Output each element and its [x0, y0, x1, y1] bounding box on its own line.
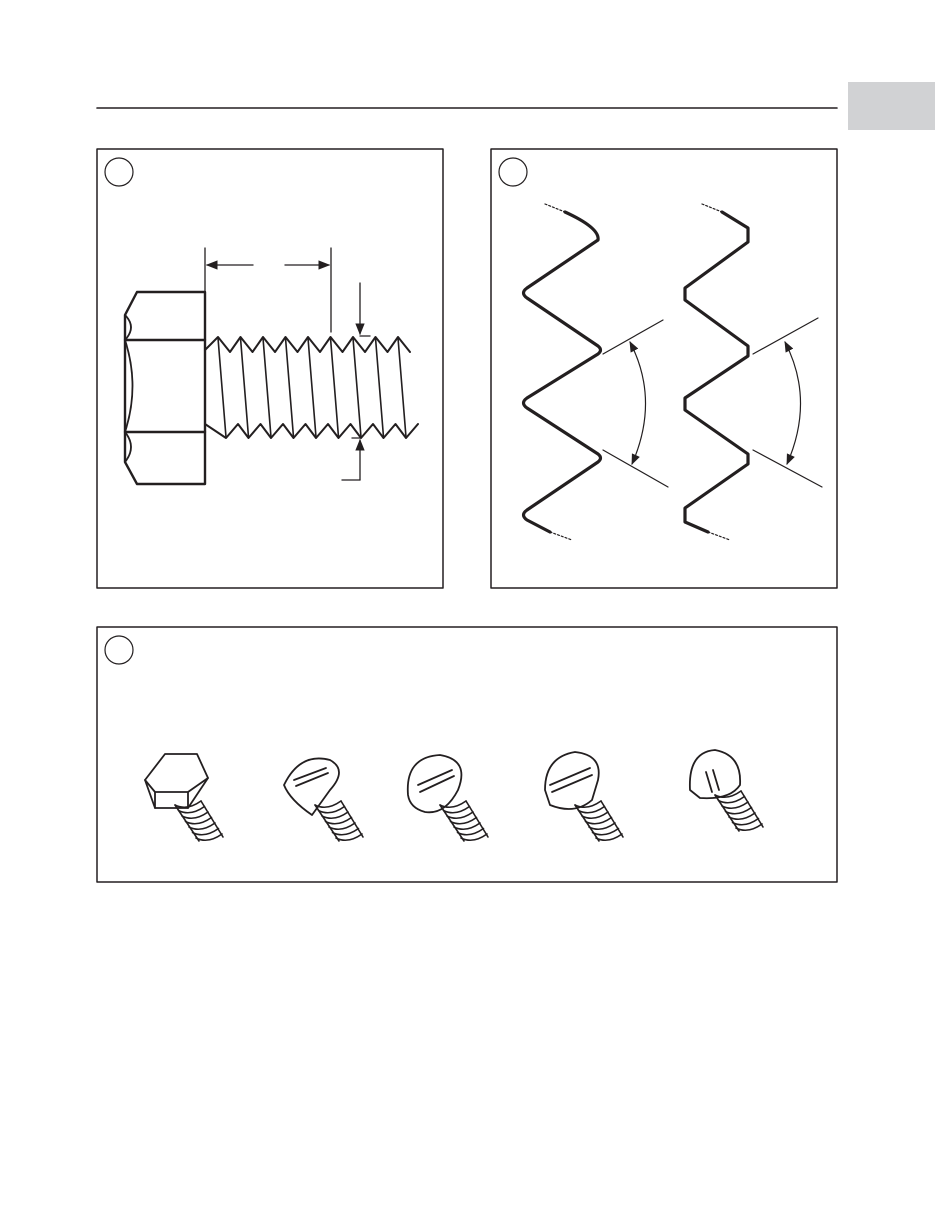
screw-shank — [314, 800, 364, 842]
bolt-thread — [204, 336, 419, 439]
thread-crest-line — [239, 337, 250, 438]
thread-angle-dimension — [602, 317, 823, 488]
figure-marker-circle — [104, 635, 134, 665]
thread-crest-line — [262, 337, 272, 438]
sharp-v-thread-profile — [521, 210, 603, 534]
panel-screw-heads — [96, 626, 838, 883]
panel-bolt — [96, 148, 444, 589]
panel-thread-profiles — [490, 148, 838, 589]
hex-head-screw — [144, 753, 209, 809]
section-tab — [848, 82, 935, 130]
screw-shank — [174, 800, 224, 842]
length-dimension — [204, 247, 332, 333]
round-head-screw — [689, 749, 741, 800]
thread-crest-line — [307, 337, 317, 438]
screw-shank — [574, 800, 624, 842]
figure-marker-circle — [104, 157, 134, 187]
thread-crest-line — [374, 337, 385, 438]
thread-crest-line — [284, 337, 295, 438]
screw-shank — [714, 790, 764, 832]
bolt-head — [123, 290, 207, 486]
thread-crest-line — [397, 337, 407, 438]
flat-crest-thread-profile — [683, 210, 750, 534]
thread-crest-line — [352, 337, 362, 438]
thread-crest-line — [217, 337, 227, 438]
thread-depth-dimension — [341, 282, 371, 481]
oval-head-screw — [406, 754, 463, 814]
flat-head-screw — [283, 757, 340, 816]
screw-shank — [439, 800, 489, 842]
figure-marker-circle — [498, 157, 528, 187]
fillister-head-screw — [544, 751, 600, 810]
thread-crest-line — [329, 337, 340, 438]
